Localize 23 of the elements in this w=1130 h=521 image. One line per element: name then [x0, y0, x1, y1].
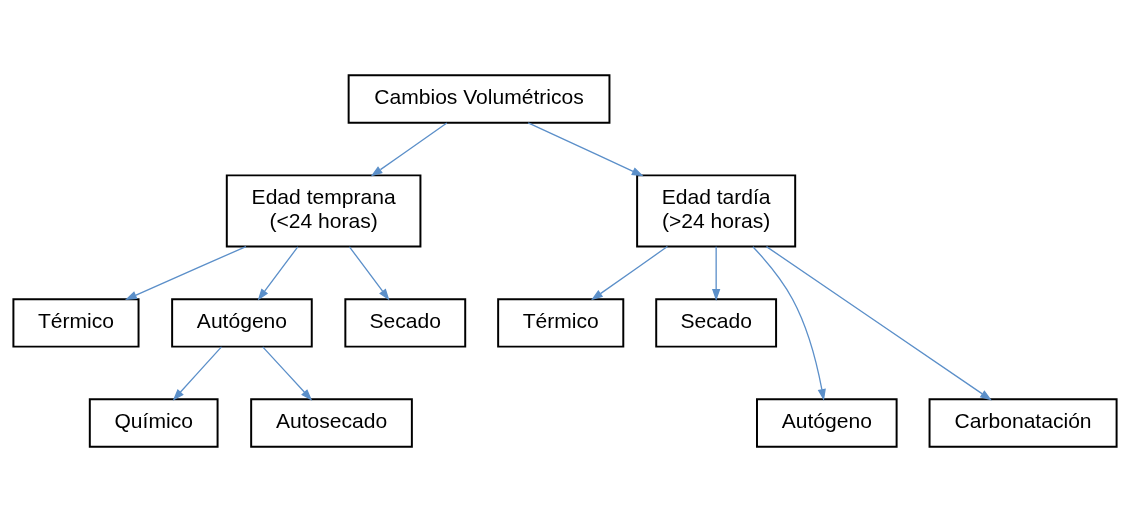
arrow: [527, 121, 644, 176]
node-box: Autosecado: [250, 397, 413, 448]
node-box: Autógeno: [756, 397, 898, 448]
node-box: Térmico: [497, 297, 625, 348]
node-box: Edad tardía (>24 horas): [636, 173, 797, 247]
arrow: [765, 245, 992, 400]
node-box: Secado: [655, 297, 778, 348]
arrow: [712, 245, 721, 301]
arrow: [125, 245, 247, 300]
node-box: Químico: [88, 397, 219, 448]
arrow: [257, 245, 299, 301]
node-box: Secado: [344, 297, 467, 348]
node-box: Autógeno: [171, 297, 313, 348]
arrow: [370, 121, 448, 176]
arrow: [172, 345, 223, 401]
node-box: Carbonatación: [928, 397, 1118, 448]
arrow: [752, 245, 826, 401]
arrow: [591, 245, 669, 300]
arrow: [348, 245, 390, 301]
arrow: [262, 345, 313, 401]
node-box: Edad temprana (<24 horas): [225, 173, 422, 247]
node-box: Cambios Volumétricos: [347, 73, 611, 124]
node-box: Térmico: [12, 297, 140, 348]
